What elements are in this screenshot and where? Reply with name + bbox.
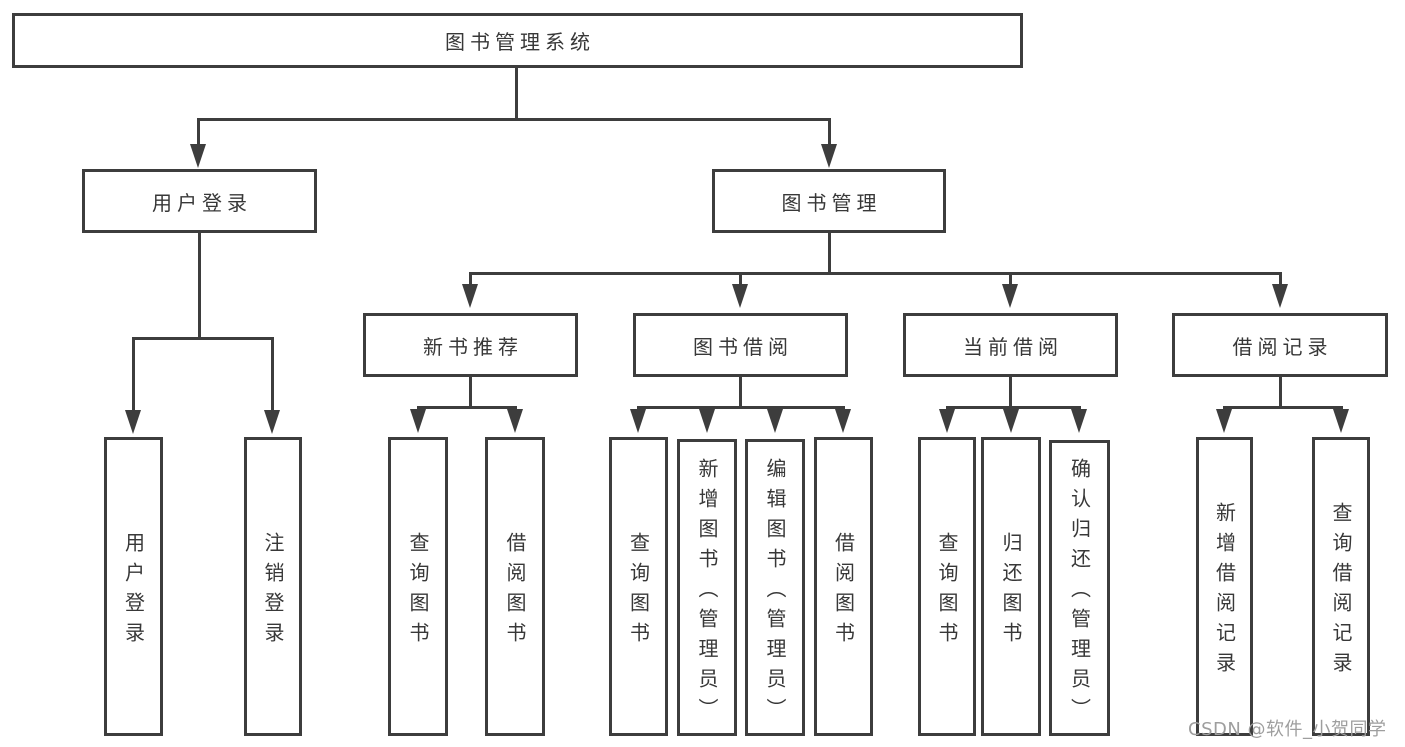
leaf-bb-borrow-book-label: 借阅图书 bbox=[831, 531, 856, 652]
connector-book-mgmt-drop-3 bbox=[1009, 272, 1012, 286]
arrowhead-to-book-borrow bbox=[732, 284, 748, 308]
csdn-watermark: CSDN @软件_小贺同学 bbox=[1188, 719, 1387, 740]
arrowhead-to-nb-borrow-book bbox=[507, 409, 523, 433]
leaf-br-add-record: 新增借阅记录 bbox=[1196, 437, 1253, 736]
leaf-br-query-record: 查询借阅记录 bbox=[1312, 437, 1370, 736]
connector-root-stem bbox=[515, 68, 518, 121]
leaf-bb-add-book-admin-label: 新增图书（管理员） bbox=[695, 457, 719, 728]
node-user-login: 用户登录 bbox=[82, 169, 317, 233]
connector-user-login-drop-1 bbox=[132, 337, 135, 411]
leaf-cb-return-book: 归还图书 bbox=[981, 437, 1041, 736]
leaf-nb-query-book: 查询图书 bbox=[388, 437, 448, 736]
leaf-cb-query-book-label: 查询图书 bbox=[935, 531, 959, 652]
arrowhead-to-br-add-record bbox=[1216, 409, 1232, 433]
leaf-bb-borrow-book: 借阅图书 bbox=[814, 437, 873, 736]
connector-book-mgmt-drop-4 bbox=[1279, 272, 1282, 286]
connector-new-book-branch bbox=[417, 406, 517, 409]
arrowhead-to-bb-borrow-book bbox=[835, 409, 851, 433]
leaf-nb-borrow-book-label: 借阅图书 bbox=[503, 531, 527, 652]
arrowhead-to-borrow-records bbox=[1272, 284, 1288, 308]
connector-root-drop-left bbox=[197, 118, 200, 147]
leaf-br-add-record-label: 新增借阅记录 bbox=[1212, 501, 1237, 682]
arrowhead-to-bb-add-book bbox=[699, 409, 715, 433]
arrowhead-to-book-management bbox=[821, 144, 837, 168]
arrowhead-to-cb-return-book bbox=[1003, 409, 1019, 433]
leaf-bb-edit-book-admin-label: 编辑图书（管理员） bbox=[763, 457, 787, 728]
arrowhead-to-nb-query-book bbox=[410, 409, 426, 433]
node-book-borrow: 图书借阅 bbox=[633, 313, 848, 377]
arrowhead-to-cb-query-book bbox=[939, 409, 955, 433]
arrowhead-to-new-book-recommend bbox=[462, 284, 478, 308]
leaf-cb-confirm-return-admin-label: 确认归还（管理员） bbox=[1067, 458, 1092, 728]
arrowhead-to-cb-confirm-return bbox=[1071, 409, 1087, 433]
leaf-logout-login-label: 注销登录 bbox=[261, 531, 285, 652]
connector-book-mgmt-branch bbox=[469, 272, 1281, 275]
arrowhead-to-user-login bbox=[190, 144, 206, 168]
leaf-bb-edit-book-admin: 编辑图书（管理员） bbox=[745, 439, 805, 736]
connector-current-borrow-stem bbox=[1009, 377, 1012, 409]
connector-user-login-branch bbox=[132, 337, 274, 340]
leaf-cb-query-book: 查询图书 bbox=[918, 437, 976, 736]
connector-current-borrow-branch bbox=[946, 406, 1081, 409]
connector-root-branch bbox=[197, 118, 831, 121]
connector-user-login-drop-2 bbox=[271, 337, 274, 411]
leaf-bb-query-book: 查询图书 bbox=[609, 437, 668, 736]
node-new-book-recommend: 新书推荐 bbox=[363, 313, 578, 377]
leaf-bb-query-book-label: 查询图书 bbox=[626, 531, 651, 652]
connector-borrow-records-branch bbox=[1223, 406, 1343, 409]
arrowhead-to-leaf-logout bbox=[264, 410, 280, 434]
leaf-nb-borrow-book: 借阅图书 bbox=[485, 437, 545, 736]
arrowhead-to-current-borrow bbox=[1002, 284, 1018, 308]
arrowhead-to-br-query-record bbox=[1333, 409, 1349, 433]
leaf-br-query-record-label: 查询借阅记录 bbox=[1329, 501, 1353, 682]
connector-user-login-stem bbox=[198, 233, 201, 340]
leaf-cb-return-book-label: 归还图书 bbox=[999, 531, 1023, 652]
connector-book-borrow-branch bbox=[637, 406, 845, 409]
connector-book-borrow-stem bbox=[739, 377, 742, 409]
node-borrow-records: 借阅记录 bbox=[1172, 313, 1388, 377]
connector-root-drop-right bbox=[828, 118, 831, 147]
connector-book-mgmt-stem bbox=[828, 233, 831, 275]
connector-book-mgmt-drop-1 bbox=[469, 272, 472, 286]
leaf-nb-query-book-label: 查询图书 bbox=[406, 531, 430, 652]
connector-book-mgmt-drop-2 bbox=[739, 272, 742, 286]
arrowhead-to-bb-edit-book bbox=[767, 409, 783, 433]
leaf-logout-login: 注销登录 bbox=[244, 437, 302, 736]
arrowhead-to-leaf-user-login bbox=[125, 410, 141, 434]
leaf-user-login-label: 用户登录 bbox=[121, 531, 146, 652]
node-book-management: 图书管理 bbox=[712, 169, 946, 233]
arrowhead-to-bb-query-book bbox=[630, 409, 646, 433]
node-current-borrow: 当前借阅 bbox=[903, 313, 1118, 377]
connector-borrow-records-stem bbox=[1279, 377, 1282, 409]
leaf-bb-add-book-admin: 新增图书（管理员） bbox=[677, 439, 737, 736]
leaf-user-login: 用户登录 bbox=[104, 437, 163, 736]
leaf-cb-confirm-return-admin: 确认归还（管理员） bbox=[1049, 440, 1110, 736]
connector-new-book-stem bbox=[469, 377, 472, 409]
node-root: 图书管理系统 bbox=[12, 13, 1023, 68]
